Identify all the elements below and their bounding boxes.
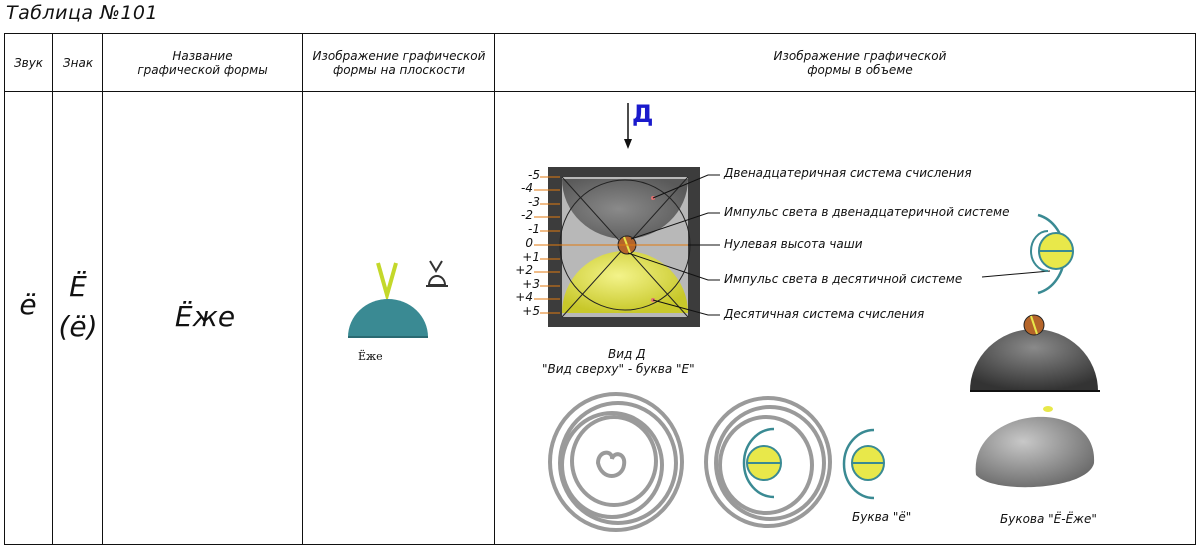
scale-label: -3 [528, 195, 540, 209]
spiral-right [704, 396, 832, 528]
scale-label: -1 [528, 222, 540, 236]
ten-dome [562, 251, 688, 313]
table-title: Таблица №101 [6, 2, 159, 24]
col-divider [102, 33, 103, 545]
scale-label: 0 [525, 236, 533, 250]
flat-caption: Ёже [358, 350, 383, 363]
scale-ticks [534, 176, 560, 314]
flat-glyph [348, 260, 448, 338]
scale-label: +1 [522, 250, 540, 264]
teal-glyph-large [1030, 213, 1074, 295]
sign-upper: Ё [69, 270, 87, 303]
col-divider [302, 33, 303, 545]
header-flat: Изображение графической формы на плоскос… [312, 49, 486, 77]
scale-label: +2 [515, 263, 533, 277]
view-caption: Вид Д [608, 347, 646, 361]
callout-twelve-system: Двенадцатеричная система счисления [724, 166, 972, 180]
leader-lines [627, 174, 1051, 316]
col-divider [52, 33, 53, 545]
letter-caption-2: Букова "Ё-Ёже" [1000, 512, 1097, 526]
callout-zero-height: Нулевая высота чаши [724, 237, 863, 251]
header-divider [4, 91, 1196, 92]
callout-ten-system: Десятичная система счисления [724, 307, 925, 321]
letter-caption: Буква "ё" [852, 510, 912, 524]
scale-label: +5 [522, 304, 540, 318]
arrow-label: Д [632, 100, 654, 128]
sound-value: ё [19, 288, 37, 321]
light-dome-dot [1043, 406, 1053, 412]
sign-lower: (ё) [58, 310, 98, 343]
spiral-left [548, 392, 684, 532]
dome-shape [348, 299, 428, 337]
volume-diagram [534, 103, 1100, 532]
scale-label: -2 [521, 208, 533, 222]
scale-label: +3 [522, 277, 540, 291]
teal-glyph-small [842, 428, 885, 500]
light-dome [975, 416, 1095, 488]
dark-dome [970, 329, 1098, 391]
small-glyph-icon [426, 260, 448, 287]
v-mark [376, 262, 398, 303]
callout-twelve-pulse: Импульс света в двенадцатеричной системе [724, 205, 1010, 219]
teal-glyph-mid [742, 427, 782, 499]
twelve-dome [562, 179, 688, 239]
name-value: Ёже [174, 300, 236, 333]
dome-pulse [1030, 315, 1038, 335]
header-sound: Звук [13, 56, 44, 70]
col-divider [494, 33, 495, 545]
header-name: Название графической формы [137, 49, 268, 77]
arrow-head [624, 139, 632, 149]
header-volume: Изображение графической формы в объеме [773, 49, 947, 77]
view-caption-sub: "Вид сверху" - буква "Е" [542, 362, 695, 376]
scale-label: -5 [528, 168, 540, 182]
scale-label: +4 [515, 290, 533, 304]
callout-ten-pulse: Импульс света в десятичной системе [724, 272, 963, 286]
table-frame [4, 33, 1196, 545]
scale-label: -4 [521, 181, 533, 195]
header-sign: Знак [62, 56, 94, 70]
